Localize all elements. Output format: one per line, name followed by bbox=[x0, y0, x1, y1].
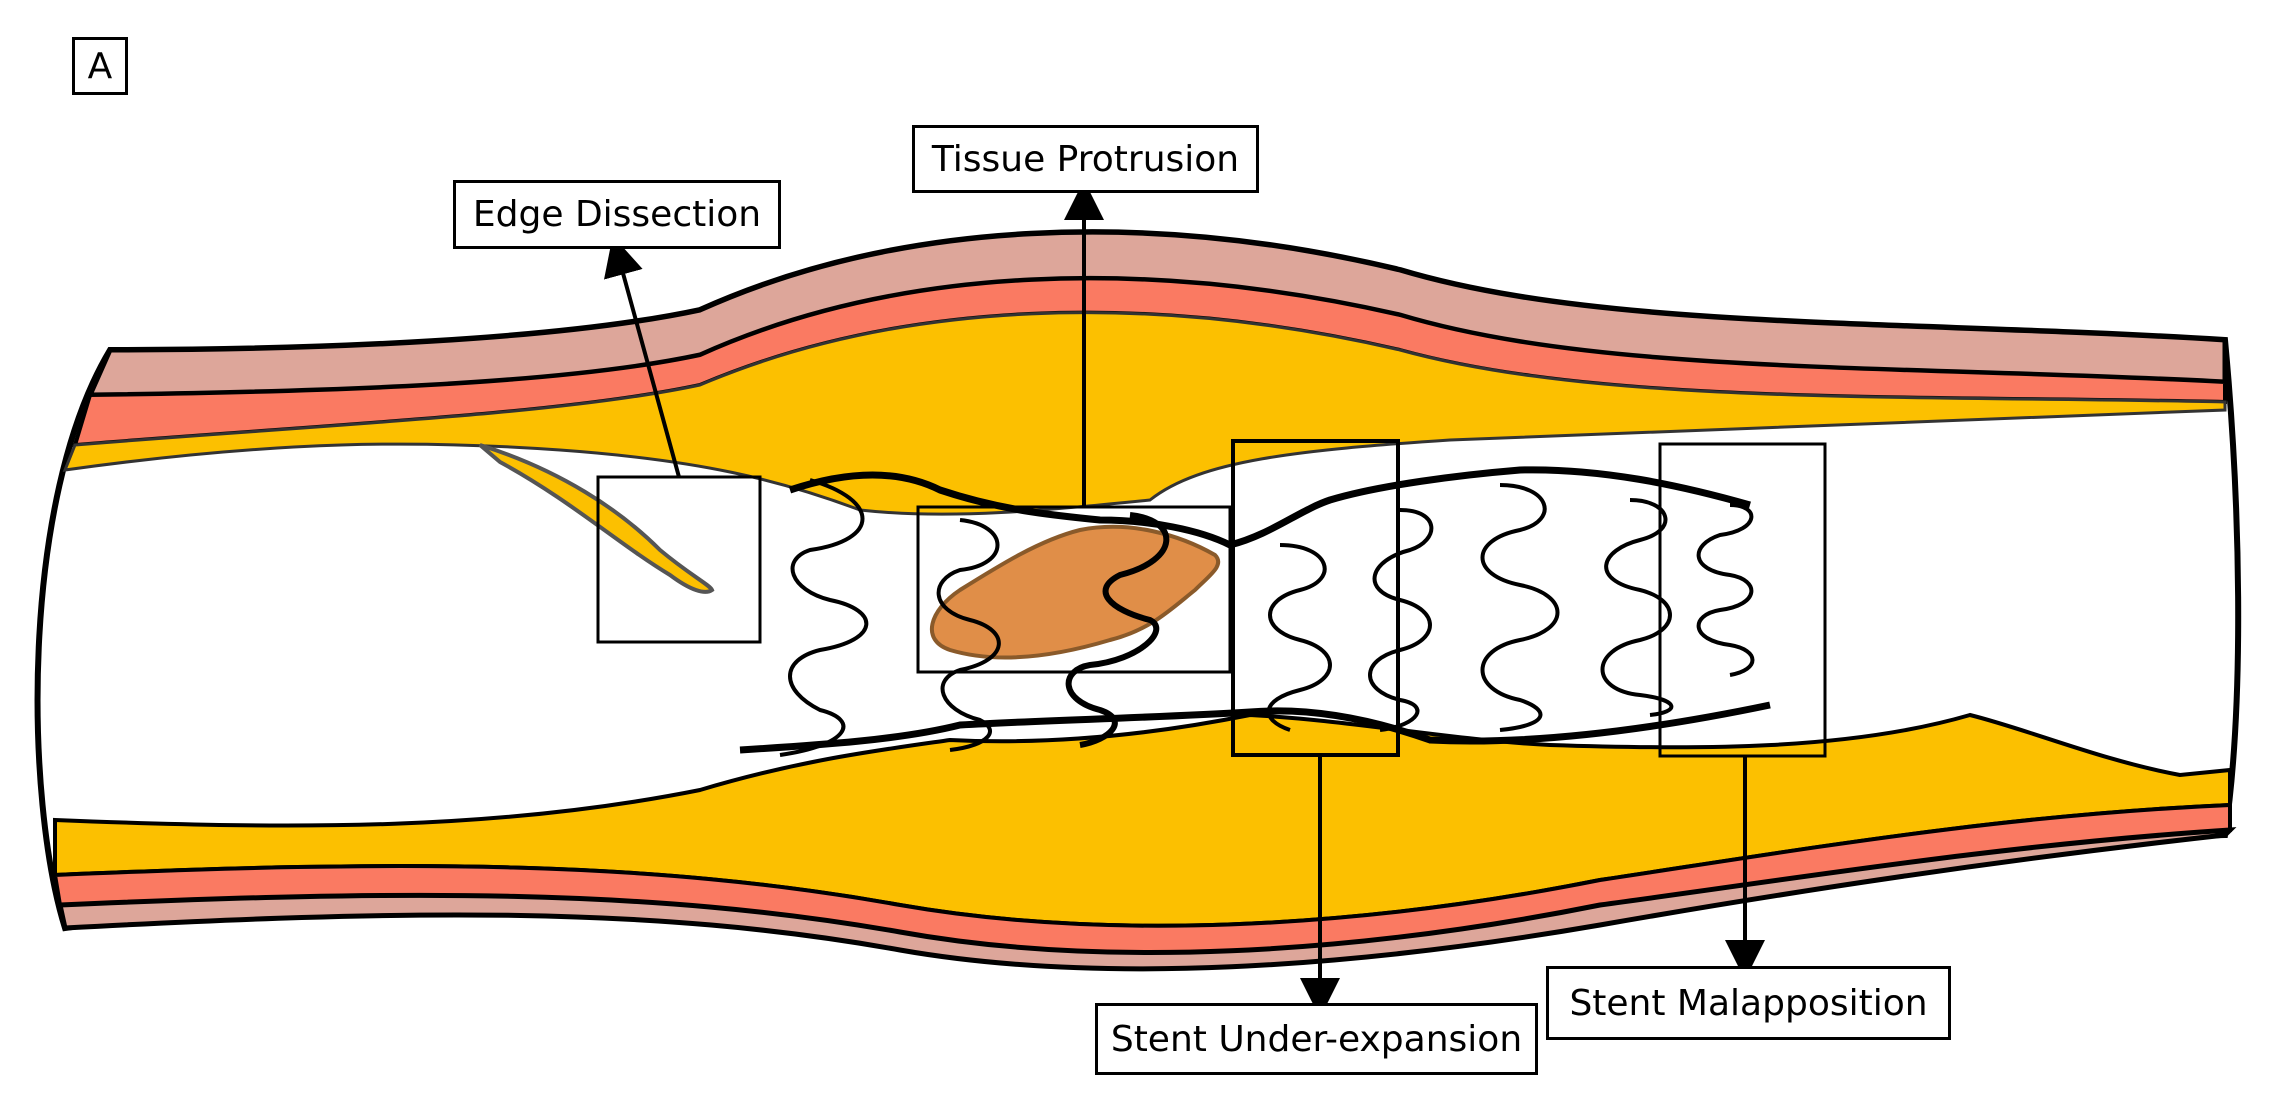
stent-strut bbox=[1368, 508, 1434, 732]
edge-dissection-arrow bbox=[604, 235, 681, 478]
tissue-protrusion bbox=[929, 524, 1221, 660]
under-expansion-box bbox=[1231, 439, 1400, 757]
stent-strut bbox=[779, 478, 869, 757]
tissue-protrusion-box bbox=[916, 505, 1232, 674]
bottom-adventitia-layer bbox=[56, 827, 2237, 972]
panel-label: A bbox=[72, 37, 128, 95]
stent-strut bbox=[936, 518, 1001, 752]
lower-lumen-boundary bbox=[739, 701, 1771, 754]
dissection-flap bbox=[478, 443, 715, 594]
stent-strut bbox=[1065, 512, 1170, 748]
stent-strut bbox=[1266, 543, 1332, 732]
malapposition-box bbox=[1658, 442, 1827, 758]
stent-underexpansion-label: Stent Under-expansion bbox=[1095, 1003, 1538, 1075]
stent-struts bbox=[779, 478, 1755, 757]
stent-strut bbox=[1480, 483, 1560, 732]
stent-malapposition-label: Stent Malapposition bbox=[1546, 966, 1951, 1040]
edge-dissection-label: Edge Dissection bbox=[453, 180, 781, 249]
stent-strut bbox=[1600, 498, 1674, 717]
top-plaque bbox=[62, 311, 2227, 516]
tissue-protrusion-label: Tissue Protrusion bbox=[912, 125, 1259, 193]
upper-lumen-boundary bbox=[788, 466, 1751, 549]
stent-strut bbox=[1696, 503, 1755, 677]
